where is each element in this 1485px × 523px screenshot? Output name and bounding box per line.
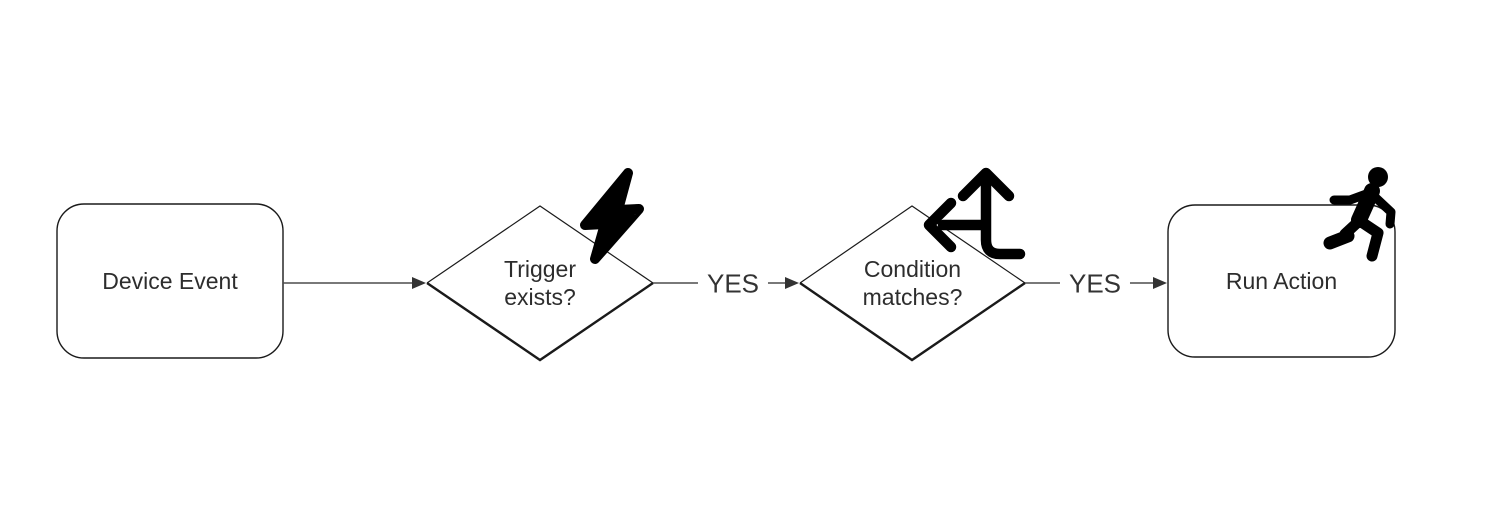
arrowhead-icon: [412, 277, 426, 289]
runner-head: [1368, 167, 1388, 187]
split-up-arrowhead: [957, 167, 1015, 202]
split-stem: [980, 175, 1026, 260]
runner-shoe: [1323, 229, 1355, 250]
runner-front-leg: [1354, 215, 1384, 262]
diamond-top-edges: [426, 205, 654, 284]
node-device-event: [56, 203, 284, 359]
diamond-bottom-edges: [426, 282, 654, 362]
person-running-icon: [1323, 167, 1396, 262]
edge-condition-matches-to-run-action: [1025, 277, 1167, 289]
runner-front-arm: [1329, 188, 1374, 205]
runner-rear-arm: [1370, 192, 1396, 229]
edge-device-event-to-trigger-exists: [283, 277, 426, 289]
split-left-arrowhead: [923, 197, 957, 253]
arrowhead-icon: [1153, 277, 1167, 289]
lightning-bolt-icon: [580, 168, 644, 264]
node-condition-matches: [799, 205, 1026, 362]
edge-trigger-exists-to-condition-matches: [653, 277, 799, 289]
arrows-split-up-and-left-icon: [923, 167, 1026, 260]
diamond-top-edges: [799, 205, 1026, 284]
arrowhead-icon: [785, 277, 799, 289]
lightning-bolt-shape: [580, 168, 644, 264]
diamond-bottom-edges: [799, 282, 1026, 362]
